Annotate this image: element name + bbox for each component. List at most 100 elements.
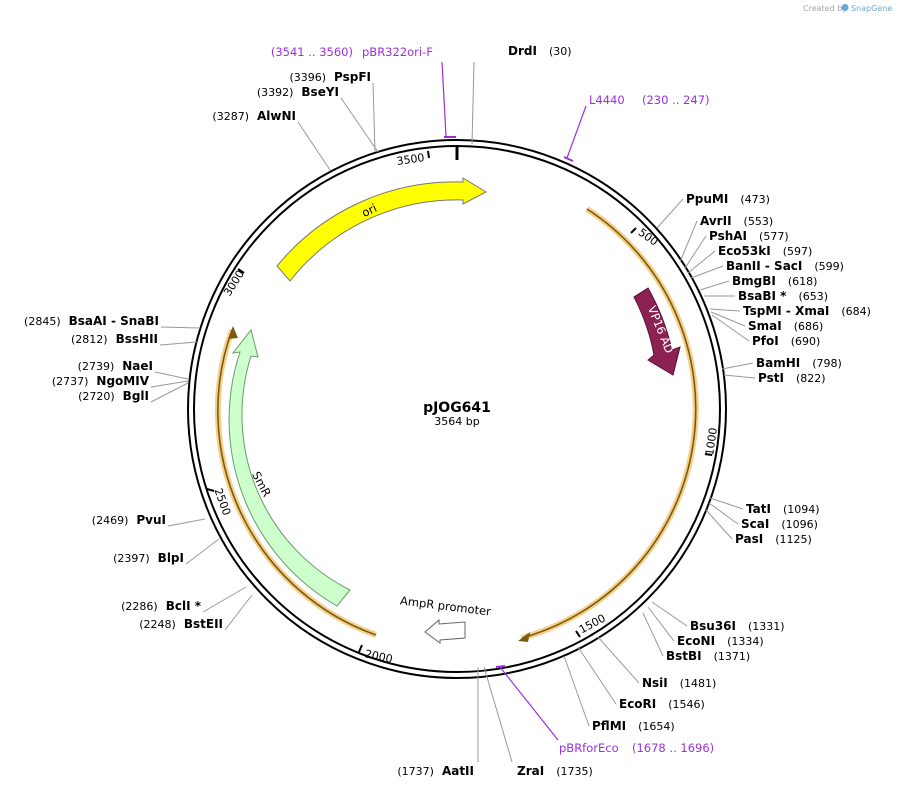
enzyme-position: (473): [740, 193, 770, 206]
primer-leader: [441, 61, 447, 137]
enzyme-site[interactable]: AlwNI(3287): [212, 109, 331, 171]
enzyme-name: PpuMI: [686, 192, 728, 206]
enzyme-leader-line: [708, 502, 739, 525]
enzyme-position: (2720): [78, 390, 115, 403]
enzyme-leader-line: [150, 380, 189, 388]
enzyme-site[interactable]: BclI *(2286): [121, 586, 247, 613]
ampr-promoter-feature[interactable]: [424, 618, 466, 644]
enzyme-site[interactable]: NsiI(1481): [597, 636, 716, 690]
enzyme-leader-line: [471, 61, 475, 145]
enzyme-site[interactable]: PflMI(1654): [563, 655, 675, 733]
orf-arc-right-arrow: [518, 632, 530, 642]
enzyme-site[interactable]: DrdI(30): [471, 44, 572, 145]
enzyme-leader-line: [687, 250, 716, 274]
enzyme-position: (1546): [668, 698, 705, 711]
enzyme-leader-line: [167, 518, 206, 527]
enzyme-site[interactable]: BglI(2720): [78, 382, 189, 403]
enzyme-name: BssHII: [116, 332, 158, 346]
primer-pbr322ori-f[interactable]: (3541 .. 3560) pBR322ori-F: [271, 45, 456, 138]
orf-arc-right: [521, 208, 697, 639]
enzyme-name: PspFI: [334, 70, 371, 84]
enzyme-site[interactable]: BsaAI - SnaBI(2845): [24, 314, 201, 329]
enzyme-leader-line: [721, 362, 754, 370]
enzyme-position: (3392): [257, 86, 294, 99]
primer-name: L4440: [589, 93, 625, 107]
enzyme-leader-line: [372, 82, 376, 153]
enzyme-name: Eco53kI: [718, 244, 771, 258]
enzyme-site[interactable]: PspFI (3396): [289, 70, 376, 153]
enzyme-site[interactable]: BamHI(798): [721, 356, 842, 370]
enzyme-site[interactable]: BlpI(2397): [113, 538, 220, 565]
enzyme-site[interactable]: EcoRI (1546): [577, 646, 705, 711]
tick-3000: [237, 268, 245, 274]
enzyme-name: Bsu36I: [690, 619, 736, 633]
enzyme-leader-line: [684, 235, 707, 269]
vp16-ad-feature[interactable]: [633, 287, 681, 376]
enzyme-site[interactable]: PshAI(577): [684, 229, 789, 269]
enzyme-site[interactable]: AatII(1737): [397, 667, 479, 778]
enzyme-name: BsaBI *: [738, 289, 787, 303]
enzyme-name: AlwNI: [257, 109, 296, 123]
primer-pbrforeco[interactable]: pBRforEco (1678 .. 1696): [495, 665, 714, 755]
enzyme-leader-line: [154, 371, 189, 380]
tick-500: [630, 227, 637, 234]
enzyme-name: TatI: [746, 502, 771, 516]
enzyme-name: BsaAI - SnaBI: [69, 314, 159, 328]
enzyme-name: PstI: [758, 371, 784, 385]
primer-pos: (1678 .. 1696): [632, 741, 714, 755]
enzyme-site[interactable]: BsaBI *(653): [704, 289, 828, 303]
primer-leader: [499, 666, 559, 741]
enzyme-site[interactable]: PfoI(690): [711, 314, 820, 348]
orf-arc-left-arrow: [228, 326, 238, 339]
enzyme-site[interactable]: BseYI(3392): [257, 85, 379, 153]
enzyme-site[interactable]: BstEII(2248): [139, 594, 253, 631]
enzyme-position: (553): [744, 215, 774, 228]
enzyme-site[interactable]: ZraI(1735): [483, 666, 593, 778]
enzyme-site[interactable]: TatI (1094): [709, 497, 820, 516]
enzyme-site[interactable]: SmaI(686): [710, 311, 823, 333]
ori-feature[interactable]: [276, 177, 488, 282]
enzyme-site[interactable]: EcoNI(1334): [647, 606, 764, 648]
enzyme-site[interactable]: PasI(1125): [705, 509, 812, 546]
enzyme-name: EcoNI: [677, 634, 715, 648]
enzyme-site[interactable]: ScaI(1096): [708, 502, 818, 531]
enzyme-name: BstEII: [184, 617, 223, 631]
enzyme-position: (1735): [556, 765, 593, 778]
primer-leader: [566, 105, 587, 159]
enzyme-leader-line: [597, 636, 640, 684]
enzyme-site[interactable]: PpuMI (473): [656, 192, 770, 229]
enzyme-site[interactable]: AvrII(553): [679, 214, 774, 263]
enzyme-site[interactable]: Bsu36I (1331): [651, 601, 785, 633]
enzyme-site[interactable]: Eco53kI(597): [687, 244, 812, 274]
enzyme-leader-line: [699, 280, 730, 291]
enzyme-position: (1331): [748, 620, 785, 633]
enzyme-position: (1094): [783, 503, 820, 516]
tick-2500: [206, 488, 215, 492]
enzyme-leader-line: [705, 509, 733, 540]
enzyme-position: (3396): [289, 71, 326, 84]
enzyme-site[interactable]: BstBI(1371): [642, 612, 750, 663]
enzyme-site[interactable]: BanII - SacI(599): [690, 259, 844, 279]
enzyme-position: (1737): [397, 765, 434, 778]
enzyme-site[interactable]: BssHII(2812): [71, 332, 198, 346]
enzyme-name: PvuI: [136, 513, 166, 527]
enzyme-leader-line: [297, 121, 331, 171]
smr-feature[interactable]: [228, 328, 351, 607]
enzyme-site[interactable]: NaeI(2739): [78, 359, 189, 380]
enzyme-site[interactable]: PstI(822): [723, 371, 826, 385]
enzyme-name: EcoRI: [619, 697, 656, 711]
tick-2000: [358, 644, 363, 653]
primer-l4440[interactable]: L4440 (230 .. 247): [563, 93, 710, 162]
enzyme-site[interactable]: NgoMIV(2737): [52, 374, 189, 388]
enzyme-position: (1654): [638, 720, 675, 733]
enzyme-site[interactable]: TspMI - XmaI(684): [709, 304, 871, 318]
enzyme-position: (2469): [92, 514, 129, 527]
enzyme-site[interactable]: BmgBI(618): [699, 274, 817, 291]
enzyme-position: (577): [759, 230, 789, 243]
enzyme-leader-line: [711, 314, 750, 342]
enzyme-site[interactable]: PvuI (2469): [92, 513, 206, 527]
enzyme-name: NgoMIV: [96, 374, 149, 388]
enzyme-position: (2286): [121, 600, 158, 613]
enzyme-leader-line: [642, 612, 664, 657]
